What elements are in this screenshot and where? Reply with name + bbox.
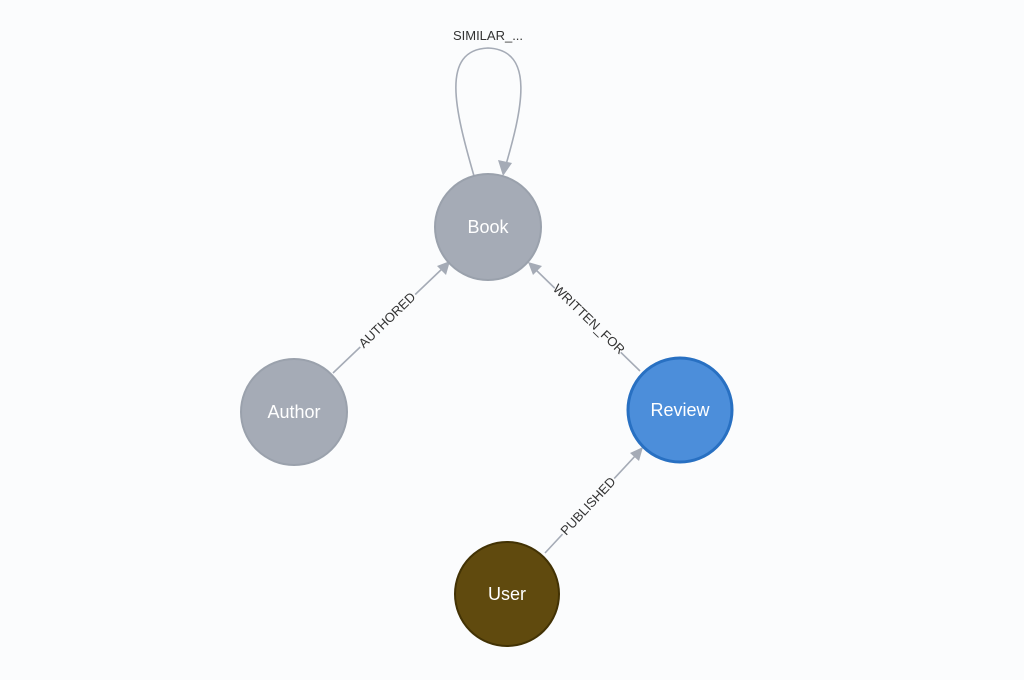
relationship-similar[interactable]: SIMILAR_... — [453, 28, 523, 177]
node-book[interactable]: Book — [434, 173, 542, 281]
node-label: Book — [467, 217, 509, 237]
relationship-label: SIMILAR_... — [453, 28, 523, 43]
relationship-authored[interactable]: AUTHORED — [332, 261, 450, 374]
relationship-label: PUBLISHED — [557, 474, 618, 538]
node-author[interactable]: Author — [240, 358, 348, 466]
relationship-written-for[interactable]: WRITTEN_FOR — [528, 262, 641, 372]
relationship-label: WRITTEN_FOR — [550, 281, 628, 357]
node-label: User — [488, 584, 526, 604]
relationship-label: AUTHORED — [356, 289, 419, 350]
relationship-line — [455, 47, 522, 177]
node-label: Review — [650, 400, 710, 420]
relationship-published[interactable]: PUBLISHED — [544, 447, 643, 554]
node-user[interactable]: User — [454, 541, 560, 647]
node-label: Author — [267, 402, 320, 422]
node-review[interactable]: Review — [626, 356, 734, 464]
arrow-icon — [498, 160, 512, 176]
arrow-icon — [437, 261, 450, 275]
arrow-icon — [630, 447, 643, 461]
arrow-icon — [528, 262, 542, 275]
